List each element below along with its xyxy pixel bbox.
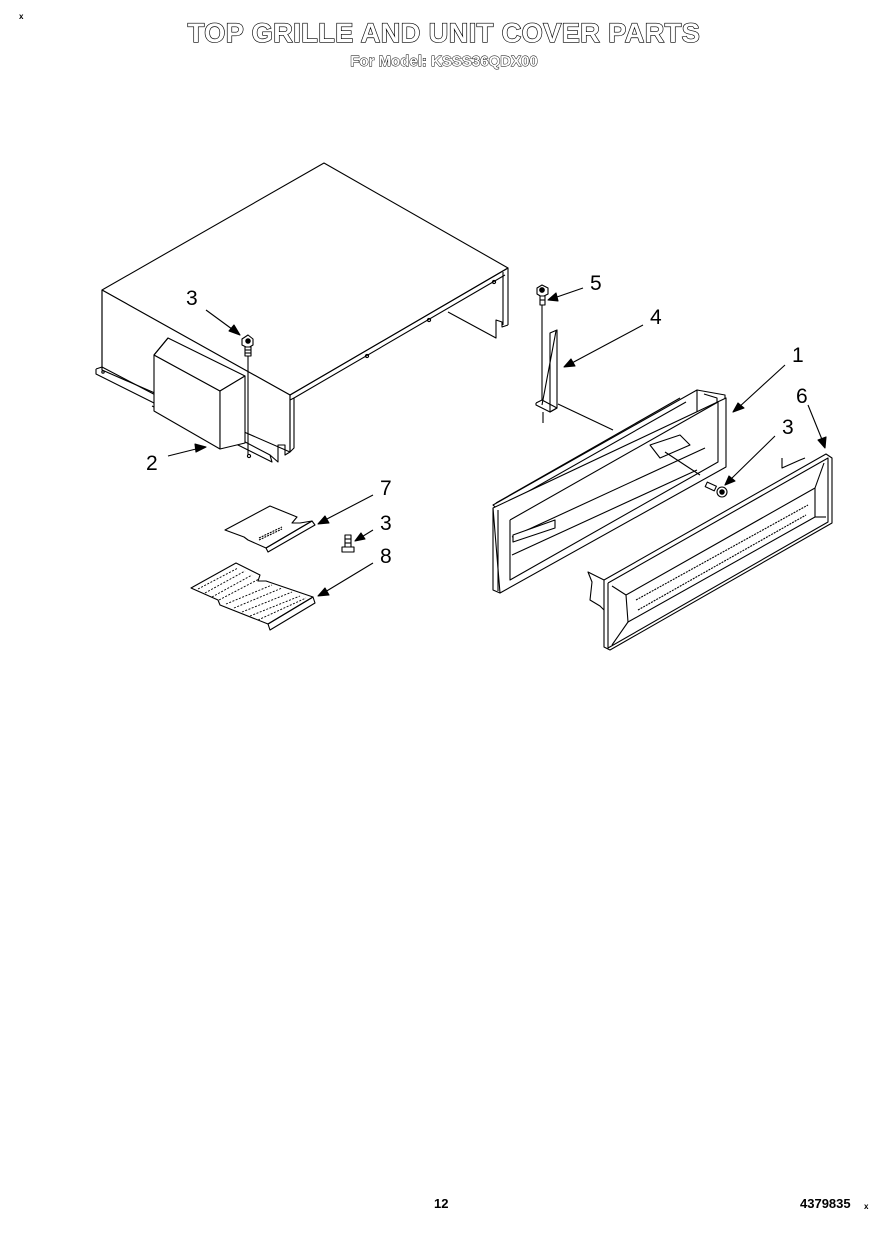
part-1-grille-frame [493,390,726,593]
end-registration-mark: x [864,1202,869,1211]
part-3-screw-grille [705,482,727,497]
callout-1: 1 [792,344,804,367]
unit-cover [96,163,508,462]
callout-5: 5 [590,272,602,295]
callout-3-right: 3 [782,416,794,439]
callout-8: 8 [380,545,392,568]
page-title: TOP GRILLE AND UNIT COVER PARTS [187,18,701,48]
part-5-screw-bracket [537,285,548,400]
callout-labels: 3 2 5 4 1 6 3 7 3 8 [146,272,808,568]
callout-3-loose: 3 [380,512,392,535]
part-3-screw-loose [342,535,354,552]
part-8-vent-panel [191,563,315,630]
part-2-control-box [154,338,245,449]
part-3-screw-unit-cover [242,335,253,455]
callout-4: 4 [650,306,662,329]
part-7-plate [225,506,315,552]
callout-2: 2 [146,452,158,475]
page-number: 12 [434,1196,449,1211]
callout-6: 6 [796,385,808,408]
callout-7: 7 [380,477,392,500]
part-4-bracket [536,330,613,430]
callout-3-top: 3 [186,287,198,310]
document-number: 4379835 [800,1196,851,1211]
leader-arrows [168,288,826,596]
model-subtitle: For Model: KSSS36QDX00 [350,53,538,70]
corner-registration-mark: x [19,12,24,21]
part-6-grille-front-panel [588,454,832,650]
